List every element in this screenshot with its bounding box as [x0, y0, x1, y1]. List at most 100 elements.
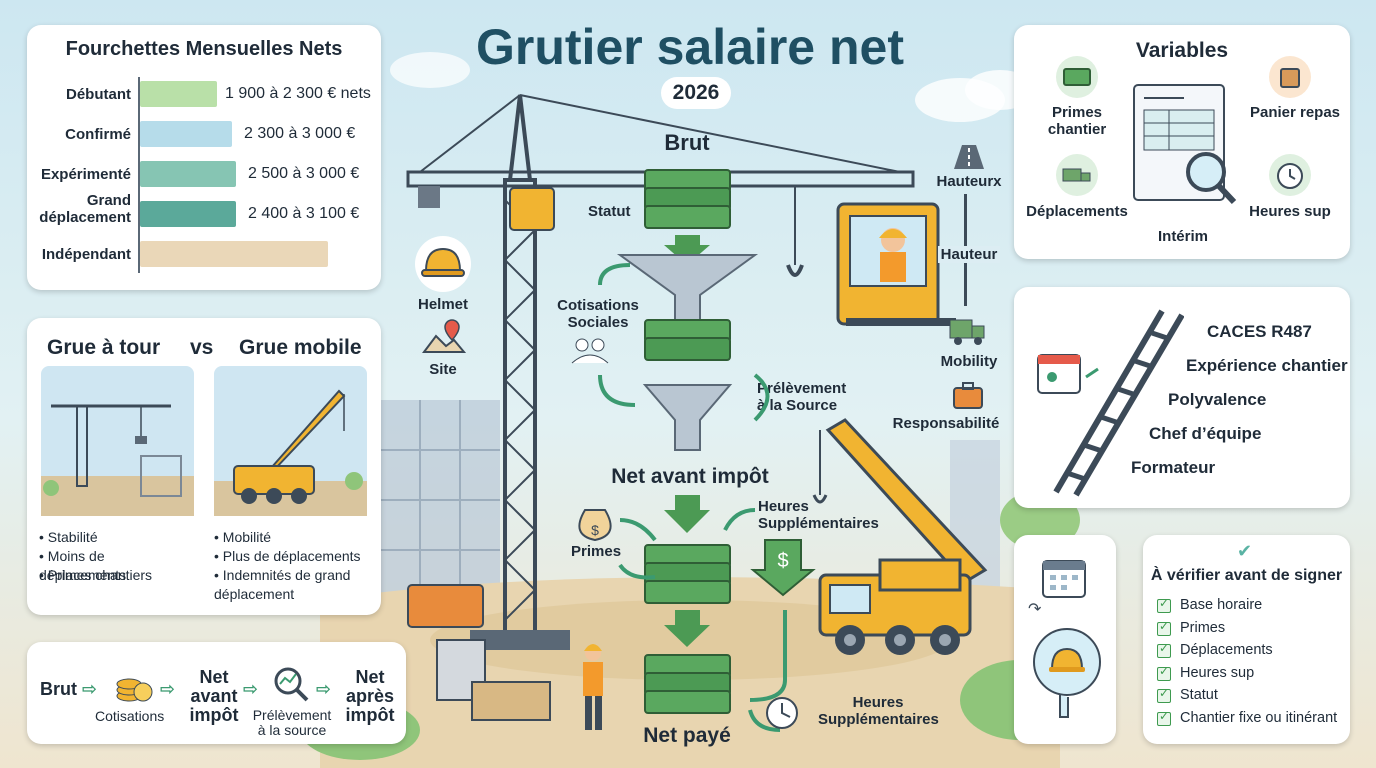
arrow-icon: ⇨: [243, 679, 259, 699]
year-badge: 2026: [661, 77, 731, 109]
arrow-icon: ⇨: [82, 679, 98, 699]
net-flow-card: Brut ⇨ Cotisations ⇨ Net avant impôt ⇨ P…: [27, 642, 406, 744]
coins-icon: [116, 678, 153, 702]
money-stack-icon: [644, 169, 731, 229]
bullet-item: • Primes chantiers: [39, 566, 189, 585]
bullet-dot: •: [214, 548, 223, 564]
reminder-card: ↷: [1014, 535, 1116, 744]
checkbox[interactable]: ✓: [1157, 641, 1171, 658]
bullet-item: • Stabilité: [39, 528, 189, 547]
range-label: Débutant: [66, 86, 131, 103]
stopwatch-icon: [1269, 154, 1311, 196]
range-label: Indépendant: [41, 246, 131, 263]
bullet-text: Primes chantiers: [47, 567, 153, 583]
arrow-icon: ⇨: [160, 679, 176, 699]
checklist-item: Primes: [1180, 619, 1226, 636]
bullet-dot: •: [39, 529, 48, 545]
flow-brut: Brut: [40, 679, 77, 699]
bullet-item: • Plus de déplacements: [214, 547, 364, 566]
interim-label: Intérim: [1157, 228, 1208, 245]
checkbox[interactable]: ✓: [1157, 663, 1171, 681]
truck-icon: [949, 319, 985, 345]
page-title: Grutier salaire net: [476, 19, 904, 75]
money-flow-diagram: $ $: [571, 169, 816, 732]
briefcase-icon: [953, 382, 983, 409]
range-bar: [140, 81, 217, 107]
delivery-truck-icon: [1056, 154, 1098, 196]
checklist-title: À vérifier avant de signer: [1150, 567, 1343, 584]
checkbox[interactable]: ✓: [1157, 596, 1171, 613]
ladder-icon: [1037, 309, 1184, 497]
range-value: 2 400 à 3 100 €: [248, 205, 360, 222]
variables-title: Variables: [1135, 39, 1229, 62]
calendar-icon: [1042, 560, 1086, 598]
center-net-paye: Net payé: [643, 724, 731, 747]
helmet-label: Helmet: [417, 296, 469, 313]
arrow-icon: ⇨: [316, 679, 332, 699]
center-primes: Primes: [571, 543, 622, 560]
center-statut: Statut: [588, 203, 631, 220]
tower-crane-illustration: [406, 94, 915, 650]
flow-cotisations: Cotisations: [95, 708, 165, 724]
document-magnifier-icon: [1133, 84, 1237, 205]
svg-text:$: $: [591, 522, 599, 538]
checkbox[interactable]: ✓: [1157, 619, 1171, 636]
career-step: Chef d’équipe: [1149, 424, 1262, 443]
worker-illustration: [583, 644, 603, 730]
range-label: Confirmé: [65, 126, 131, 143]
checkbox[interactable]: ✓: [1157, 686, 1171, 703]
lunch-bag-icon: [1269, 56, 1311, 98]
variables-card: Variables Primes chantier Panier repas D…: [1014, 25, 1350, 259]
range-label: Expérimenté: [40, 166, 131, 183]
career-step: CACES R487: [1207, 322, 1312, 341]
responsabilite-label: Responsabilité: [892, 415, 1000, 432]
career-step: Formateur: [1131, 458, 1216, 477]
range-value: 2 300 à 3 000 €: [244, 125, 356, 142]
heures-sup-label: Heures sup: [1249, 203, 1331, 220]
tower-crane-image: [41, 366, 194, 516]
money-stack-icon: [644, 544, 731, 604]
mobile-crane-illustration: [812, 418, 988, 655]
flow-net-avant: Net avant impôt: [189, 667, 239, 725]
checklist-item: Heures sup: [1180, 664, 1255, 681]
checklist-card: ✔ À vérifier avant de signer ✓ Base horai…: [1143, 535, 1350, 744]
mobile-crane-title: Grue mobile: [239, 336, 362, 359]
career-step: Polyvalence: [1168, 390, 1267, 409]
flow-net-apres: Net après impôt: [345, 667, 395, 725]
people-icon: [571, 338, 609, 364]
center-net-avant: Net avant impôt: [611, 465, 769, 488]
center-brut: Brut: [664, 130, 710, 155]
bullet-dot: •: [39, 567, 48, 583]
salary-ranges-title: Fourchettes Mensuelles Nets: [65, 38, 343, 60]
center-heures-sup-bottom: Heures Supplémentaires: [818, 694, 939, 728]
bullet-item: • Indemnités de grand déplacement: [214, 566, 364, 604]
bullet-text: Plus de déplacements: [222, 548, 361, 564]
checklist-item: Base horaire: [1180, 597, 1263, 613]
range-bar: [140, 241, 328, 267]
checkmark-icon: ✓: [1159, 641, 1170, 655]
site-label: Site: [429, 361, 457, 378]
bullet-dot: •: [214, 567, 223, 583]
range-value: 1 900 à 2 300 € nets: [225, 85, 371, 102]
checklist-item: Déplacements: [1180, 642, 1273, 658]
checklist-item: Statut: [1180, 687, 1218, 703]
range-bar: [140, 161, 236, 187]
bullet-dot: •: [39, 548, 48, 564]
hauteurx-label: Hauteurx: [936, 173, 1002, 190]
check-mark-icon: ✔: [1237, 541, 1253, 561]
range-label: Grand déplacement: [39, 192, 131, 226]
checkmark-icon: ✓: [1159, 663, 1170, 678]
money-stack-icon: [644, 654, 731, 714]
crane-comparison-card: Grue à tour vs Grue mobile • Stabilité• …: [27, 318, 381, 615]
tower-crane-title: Grue à tour: [47, 336, 161, 359]
checkmark-icon: ✓: [1159, 686, 1170, 700]
magnifier-chart-icon: [274, 667, 309, 702]
checkbox[interactable]: ✓: [1157, 709, 1171, 726]
bullet-text: Mobilité: [222, 529, 272, 545]
vs-label: vs: [190, 336, 214, 359]
bullet-item: • Moins de déplacements: [39, 547, 189, 585]
range-bar: [140, 201, 236, 227]
helmet-icon: [415, 236, 471, 292]
curved-arrow-icon: ↷: [1028, 601, 1042, 618]
